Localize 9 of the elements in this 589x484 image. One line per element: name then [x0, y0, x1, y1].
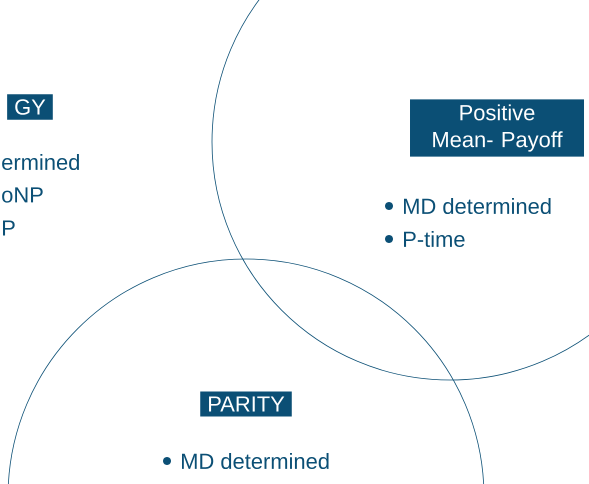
heading-box: PARITY: [200, 391, 292, 417]
list-item: MD determined: [404, 198, 551, 214]
heading-box: GY: [7, 94, 53, 120]
list-item: ermined: [2, 154, 79, 170]
heading-box: Positive Mean- Payoff: [410, 99, 584, 157]
list-item: P-time: [404, 230, 465, 248]
list-item: MD determined: [182, 452, 329, 470]
list-item: P: [3, 220, 15, 236]
list-item: oNP: [2, 187, 43, 203]
